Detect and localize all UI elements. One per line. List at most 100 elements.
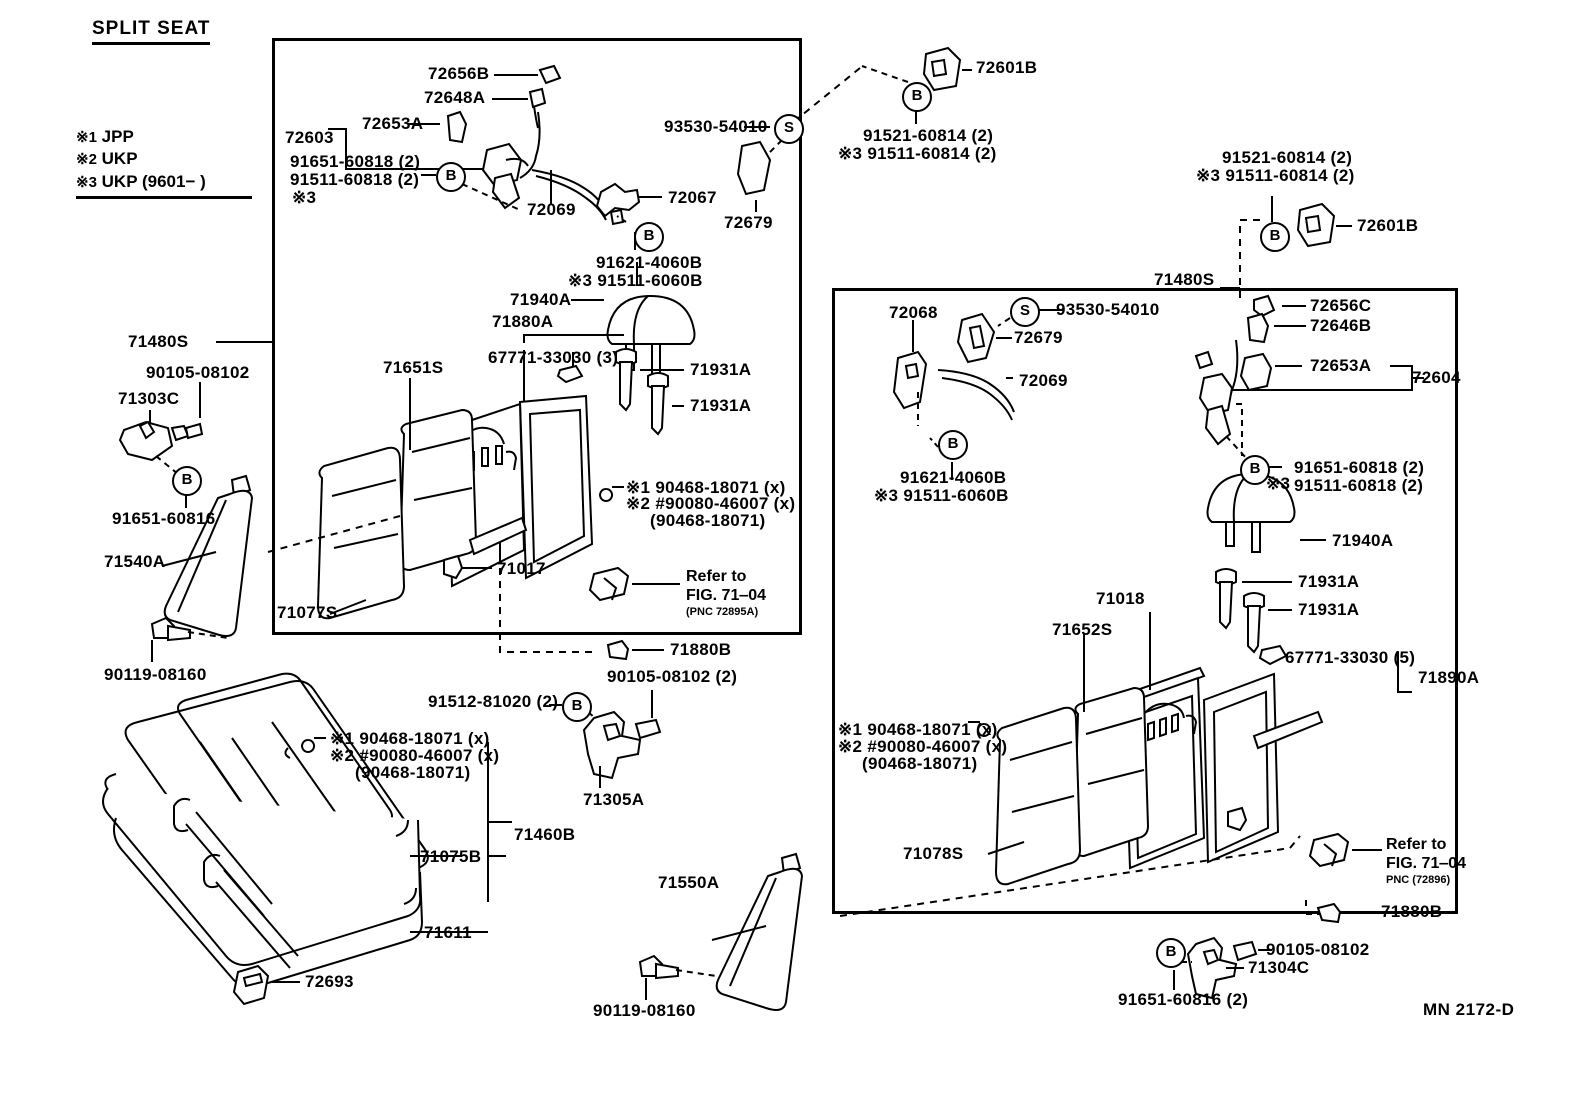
legend-underline xyxy=(76,196,252,199)
refer-left-line2: FIG. 71‒04 xyxy=(686,586,767,604)
refer-to-left: Refer to FIG. 71‒04 (PNC 72895A) xyxy=(686,568,766,619)
label-72601b-top: 72601B xyxy=(976,58,1038,77)
refer-left-pnc: (PNC 72895A) xyxy=(686,605,759,618)
label-90105-08102-bottom: 90105-08102 xyxy=(1266,940,1370,959)
label-93530-54010-left: 93530-54010 xyxy=(664,117,768,136)
label-91511-60818-right: 91511-60818 (2) xyxy=(1294,476,1424,495)
refer-to-right: Refer to FIG. 71‒04 PNC (72896) xyxy=(1386,836,1466,887)
note-right-mark2: ※2 #90080-46007 (x) xyxy=(838,737,1008,756)
badge-s-left: S xyxy=(774,114,804,144)
badge-b-top-right: B xyxy=(902,82,932,112)
label-72693: 72693 xyxy=(305,972,354,991)
label-91511-60818-left: 91511-60818 (2) xyxy=(290,170,420,189)
label-71931a-right-1: 71931A xyxy=(1298,572,1360,591)
label-91511-6060b-left: ※3 91511-6060B xyxy=(568,271,703,290)
badge-b-left-clip: B xyxy=(634,222,664,252)
label-71304c: 71304C xyxy=(1248,958,1310,977)
label-90105-08102-cushion: 90105-08102 (2) xyxy=(607,667,738,686)
label-72679-left: 72679 xyxy=(724,213,773,232)
label-72069-right: 72069 xyxy=(1019,371,1068,390)
label-67771-33030-right: 67771-33030 (5) xyxy=(1285,648,1416,667)
label-72604: 72604 xyxy=(1412,368,1461,387)
label-71931a-right-2: 71931A xyxy=(1298,600,1360,619)
label-90119-08160-bottom: 90119-08160 xyxy=(593,1001,696,1020)
label-72648a: 72648A xyxy=(424,88,486,107)
label-mark3-right-latch: ※3 xyxy=(1266,474,1291,493)
label-71940a-right: 71940A xyxy=(1332,531,1394,550)
label-71077s: 71077S xyxy=(277,603,338,622)
label-71550a: 71550A xyxy=(658,873,720,892)
label-72646b: 72646B xyxy=(1310,316,1372,335)
badge-b-right-latch: B xyxy=(938,430,968,460)
label-91651-60816-bottom: 91651-60816 (2) xyxy=(1118,990,1249,1009)
label-91521-60814-top: 91521-60814 (2) xyxy=(863,126,994,145)
note-right-mark1: ※1 90468-18071 (x) xyxy=(838,720,998,739)
legend-block: ※1 JPP ※2 UKP ※3 UKP (9601− ) xyxy=(76,126,206,193)
label-72656c: 72656C xyxy=(1310,296,1372,315)
label-72679-right: 72679 xyxy=(1014,328,1063,347)
note-cushion-alt: (90468-18071) xyxy=(355,763,471,782)
label-67771-33030-left: 67771-33030 (3) xyxy=(488,348,619,367)
label-71305a: 71305A xyxy=(583,790,645,809)
label-71931a-left-1: 71931A xyxy=(690,360,752,379)
refer-right-line1: Refer to xyxy=(1386,836,1447,853)
label-71017: 71017 xyxy=(497,559,546,578)
label-91511-60814-top: ※3 91511-60814 (2) xyxy=(838,144,997,163)
left-assembly-panel xyxy=(272,38,802,635)
label-71652s: 71652S xyxy=(1052,620,1113,639)
label-71460b: 71460B xyxy=(514,825,576,844)
refer-left-line1: Refer to xyxy=(686,568,747,585)
label-72653a-right: 72653A xyxy=(1310,356,1372,375)
legend-item-1: ※1 JPP xyxy=(76,126,206,148)
label-91511-6060b-right: ※3 91511-6060B xyxy=(874,486,1009,505)
label-90105-08102-left: 90105-08102 xyxy=(146,363,250,382)
label-72603: 72603 xyxy=(285,128,334,147)
legend-item-2: ※2 UKP xyxy=(76,148,206,170)
label-71890a: 71890A xyxy=(1418,668,1480,687)
badge-b-mid-right: B xyxy=(1260,222,1290,252)
legend-mark-1: ※1 xyxy=(76,129,97,146)
legend-item-3: ※3 UKP (9601− ) xyxy=(76,171,206,193)
label-91621-4060b-right: 91621-4060B xyxy=(900,468,1007,487)
note-right-alt: (90468-18071) xyxy=(862,754,978,773)
badge-b-left-latch: B xyxy=(436,162,466,192)
label-72068: 72068 xyxy=(889,303,938,322)
badge-b-cushion: B xyxy=(562,692,592,722)
label-71880a: 71880A xyxy=(492,312,554,331)
label-91621-4060b-left: 91621-4060B xyxy=(596,253,703,272)
label-71480s-left: 71480S xyxy=(128,332,189,351)
note-cushion-mark2: ※2 #90080-46007 (x) xyxy=(330,746,500,765)
note-left-alt: (90468-18071) xyxy=(650,511,766,530)
label-91651-60818-right: 91651-60818 (2) xyxy=(1294,458,1425,477)
label-72069-left: 72069 xyxy=(527,200,576,219)
label-91511-60814-mid: ※3 91511-60814 (2) xyxy=(1196,166,1355,185)
label-71480s-right: 71480S xyxy=(1154,270,1215,289)
badge-b-left-hinge: B xyxy=(172,466,202,496)
badge-b-right-lower: B xyxy=(1240,455,1270,485)
label-72067: 72067 xyxy=(668,188,717,207)
label-90119-08160-left: 90119-08160 xyxy=(104,665,207,684)
label-71651s: 71651S xyxy=(383,358,444,377)
label-71303c: 71303C xyxy=(118,389,180,408)
note-left-mark2: ※2 #90080-46007 (x) xyxy=(626,494,796,513)
label-91651-60816-left: 91651-60816 xyxy=(112,509,216,528)
refer-right-line2: FIG. 71‒04 xyxy=(1386,854,1467,872)
legend-text-1: JPP xyxy=(101,127,134,146)
page-title: SPLIT SEAT xyxy=(92,18,211,45)
label-71880b-right: 71880B xyxy=(1381,902,1443,921)
figure-code: MN 2172-D xyxy=(1423,1000,1515,1019)
refer-right-pnc: PNC (72896) xyxy=(1386,873,1451,886)
label-72601b-mid: 72601B xyxy=(1357,216,1419,235)
legend-mark-3: ※3 xyxy=(76,173,97,191)
label-71540a: 71540A xyxy=(104,552,166,571)
note-left-mark1: ※1 90468-18071 (x) xyxy=(626,478,786,497)
legend-text-3: UKP (9601− ) xyxy=(101,171,206,191)
label-71880b-left: 71880B xyxy=(670,640,732,659)
label-mark3-left-latch: ※3 xyxy=(292,188,317,207)
label-71078s: 71078S xyxy=(903,844,964,863)
label-71940a-left: 71940A xyxy=(510,290,572,309)
label-93530-54010-right: 93530-54010 xyxy=(1056,300,1160,319)
label-72656b: 72656B xyxy=(428,64,490,83)
